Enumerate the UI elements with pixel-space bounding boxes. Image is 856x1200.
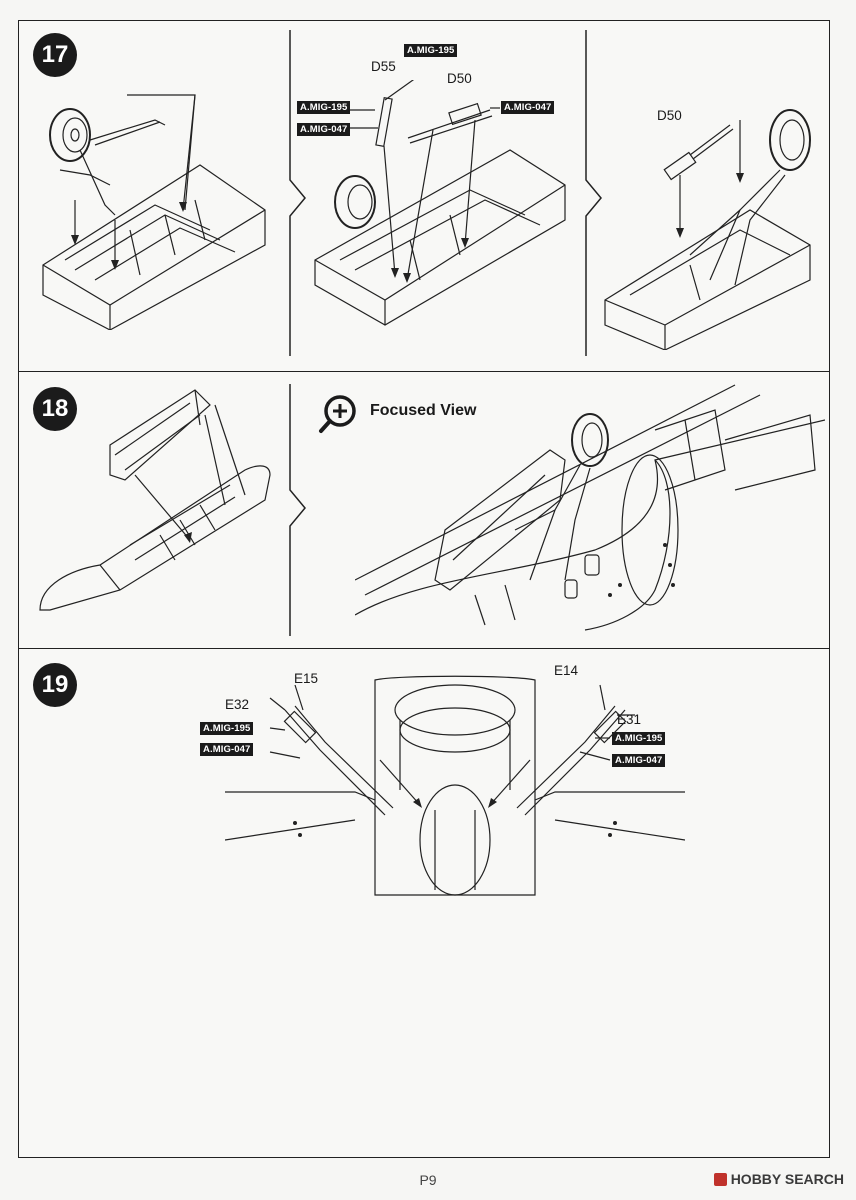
paint-tag: A.MIG-195 xyxy=(612,732,666,745)
paint-tag: A.MIG-047 xyxy=(297,123,351,136)
section-divider xyxy=(18,648,830,649)
watermark: HOBBY SEARCH xyxy=(713,1171,844,1187)
part-label-d50: D50 xyxy=(447,71,472,86)
step19-main-gear-drawing xyxy=(225,675,685,896)
paint-tag: A.MIG-047 xyxy=(200,743,254,756)
step-number-19: 19 xyxy=(33,663,77,707)
step17-landing-gear-drawing xyxy=(42,94,266,330)
paint-tag: A.MIG-195 xyxy=(404,44,458,57)
section-divider xyxy=(18,371,830,372)
hobby-search-logo-icon xyxy=(713,1172,727,1186)
paint-tag: A.MIG-047 xyxy=(612,754,666,767)
step17-strut-assembly-drawing xyxy=(314,80,566,326)
watermark-text: HOBBY SEARCH xyxy=(730,1171,844,1187)
step18-gear-door-drawing xyxy=(39,389,271,611)
part-label-e14: E14 xyxy=(554,663,579,678)
paint-tag: A.MIG-195 xyxy=(200,722,254,735)
step-number-18: 18 xyxy=(33,387,77,431)
focused-view-label: Focused View xyxy=(370,402,477,419)
part-label-d55: D55 xyxy=(371,59,396,74)
paint-tag: A.MIG-195 xyxy=(297,101,351,114)
part-label-e32: E32 xyxy=(225,697,250,712)
paint-tag: A.MIG-047 xyxy=(501,101,555,114)
page-frame xyxy=(18,20,830,1158)
page-number: P9 xyxy=(419,1172,437,1188)
step-number-17: 17 xyxy=(33,33,77,77)
part-label-d50: D50 xyxy=(657,108,682,123)
part-label-e15: E15 xyxy=(294,671,319,686)
step18-focused-view-drawing xyxy=(355,384,825,631)
magnifier-plus-icon xyxy=(319,395,356,433)
step17-installed-gear-drawing xyxy=(604,109,811,350)
